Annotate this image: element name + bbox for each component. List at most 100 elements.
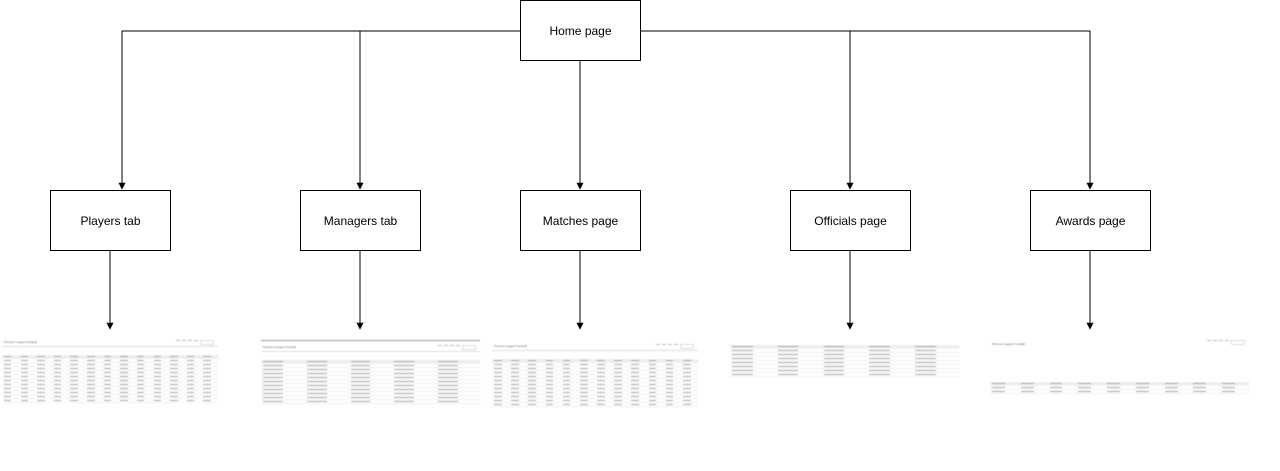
thumbnail-cell bbox=[87, 400, 95, 401]
thumbnail-cell bbox=[597, 392, 605, 393]
thumbnail-cell bbox=[579, 360, 588, 361]
thumbnail-table-row bbox=[261, 388, 480, 392]
thumbnail-cell bbox=[394, 397, 415, 398]
thumbnail-cell bbox=[153, 376, 161, 377]
thumbnail-cell bbox=[648, 380, 657, 381]
thumbnail-cell bbox=[562, 404, 571, 405]
thumbnail-cell bbox=[37, 388, 45, 389]
thumbnail-cell bbox=[614, 404, 622, 405]
thumbnail-cell bbox=[869, 374, 890, 375]
thumbnail-cell bbox=[597, 388, 605, 389]
thumbnail-cell bbox=[350, 401, 371, 402]
thumbnail-cell bbox=[579, 364, 588, 365]
thumbnail-cell bbox=[562, 380, 571, 381]
thumbnail-cell bbox=[203, 360, 211, 361]
thumbnail-cell bbox=[186, 368, 195, 369]
thumbnail-table-row bbox=[730, 349, 959, 353]
thumbnail-cell bbox=[394, 373, 415, 374]
thumbnail-cell bbox=[614, 396, 622, 397]
thumbnail-cell bbox=[777, 350, 799, 351]
thumbnail-table bbox=[730, 345, 959, 377]
thumbnail-cell bbox=[665, 360, 674, 361]
thumbnail-cell bbox=[631, 376, 640, 377]
thumbnail-cell bbox=[263, 369, 283, 370]
thumbnail-cell bbox=[579, 388, 588, 389]
thumbnail-cell bbox=[823, 370, 845, 371]
thumbnail-cell bbox=[438, 369, 458, 370]
thumbnail-cell bbox=[648, 376, 657, 377]
thumbnail-cell bbox=[263, 381, 283, 382]
thumbnail-cell bbox=[614, 364, 622, 365]
thumbnail-cell bbox=[263, 397, 283, 398]
thumbnail-cell bbox=[153, 396, 161, 397]
thumbnail-cell bbox=[823, 358, 845, 359]
thumbnail-table-row bbox=[2, 391, 218, 395]
thumbnail-cell bbox=[20, 396, 29, 397]
thumbnail-cell bbox=[4, 388, 12, 389]
thumbnail-cell bbox=[528, 360, 537, 361]
thumbnail-cell bbox=[648, 360, 657, 361]
thumbnail-cell bbox=[4, 380, 12, 381]
thumbnail-cell bbox=[4, 384, 12, 385]
thumbnail-cell bbox=[136, 400, 145, 401]
thumbnail-cell bbox=[665, 404, 674, 405]
thumbnail-cell bbox=[20, 392, 29, 393]
thumbnail-cell bbox=[350, 369, 371, 370]
thumbnail-cell bbox=[4, 400, 12, 401]
thumbnail-cell bbox=[53, 384, 62, 385]
thumbnail-cell bbox=[53, 400, 62, 401]
thumbnail-cell bbox=[103, 372, 112, 373]
thumbnail-cell bbox=[87, 384, 95, 385]
thumbnail-cell bbox=[1164, 391, 1178, 392]
thumbnail-cell bbox=[170, 356, 178, 357]
thumbnail-cell bbox=[20, 376, 29, 377]
thumbnail-cell bbox=[186, 360, 195, 361]
thumbnail-cell bbox=[597, 396, 605, 397]
thumbnail-table-row bbox=[492, 359, 698, 363]
thumbnail-cell bbox=[511, 388, 519, 389]
thumbnail-nav bbox=[176, 340, 214, 345]
thumbnail-cell bbox=[732, 362, 753, 363]
officials-page-label: Officials page bbox=[814, 213, 887, 228]
thumbnail-cell bbox=[992, 383, 1005, 384]
thumbnail-cell bbox=[915, 346, 936, 347]
thumbnail-cell bbox=[1164, 383, 1178, 384]
thumbnail-cell bbox=[103, 392, 112, 393]
thumbnail-cell bbox=[394, 385, 415, 386]
thumbnail-cell bbox=[777, 358, 799, 359]
thumbnail-cell bbox=[631, 396, 640, 397]
thumbnail-cell bbox=[494, 388, 502, 389]
thumbnail-cell bbox=[1135, 391, 1149, 392]
officials-page-screenshot bbox=[730, 337, 959, 403]
thumbnail-cell bbox=[665, 368, 674, 369]
thumbnail-cell bbox=[915, 374, 936, 375]
thumbnail-cell bbox=[120, 400, 128, 401]
thumbnail-cell bbox=[170, 400, 178, 401]
thumbnail-title bbox=[730, 337, 959, 339]
thumbnail-cell bbox=[1049, 387, 1063, 388]
thumbnail-table-row bbox=[492, 403, 698, 407]
thumbnail-cell bbox=[614, 368, 622, 369]
thumbnail-cell bbox=[528, 404, 537, 405]
thumbnail-cell bbox=[562, 396, 571, 397]
thumbnail-cell bbox=[103, 356, 112, 357]
thumbnail-cell bbox=[545, 380, 554, 381]
thumbnail-cell bbox=[103, 396, 112, 397]
thumbnail-cell bbox=[648, 372, 657, 373]
thumbnail-divider bbox=[261, 351, 480, 352]
thumbnail-cell bbox=[4, 368, 12, 369]
thumbnail-table-row bbox=[492, 383, 698, 387]
thumbnail-cell bbox=[648, 392, 657, 393]
thumbnail-cell bbox=[665, 376, 674, 377]
thumbnail-cell bbox=[631, 404, 640, 405]
thumbnail-cell bbox=[823, 362, 845, 363]
thumbnail-cell bbox=[350, 389, 371, 390]
thumbnail-cell bbox=[394, 365, 415, 366]
thumbnail-cell bbox=[1078, 387, 1092, 388]
thumbnail-cell bbox=[777, 362, 799, 363]
thumbnail-cell bbox=[20, 372, 29, 373]
thumbnail-cell bbox=[579, 404, 588, 405]
thumbnail-cell bbox=[438, 389, 458, 390]
thumbnail-cell bbox=[306, 389, 327, 390]
thumbnail-cell bbox=[682, 376, 691, 377]
